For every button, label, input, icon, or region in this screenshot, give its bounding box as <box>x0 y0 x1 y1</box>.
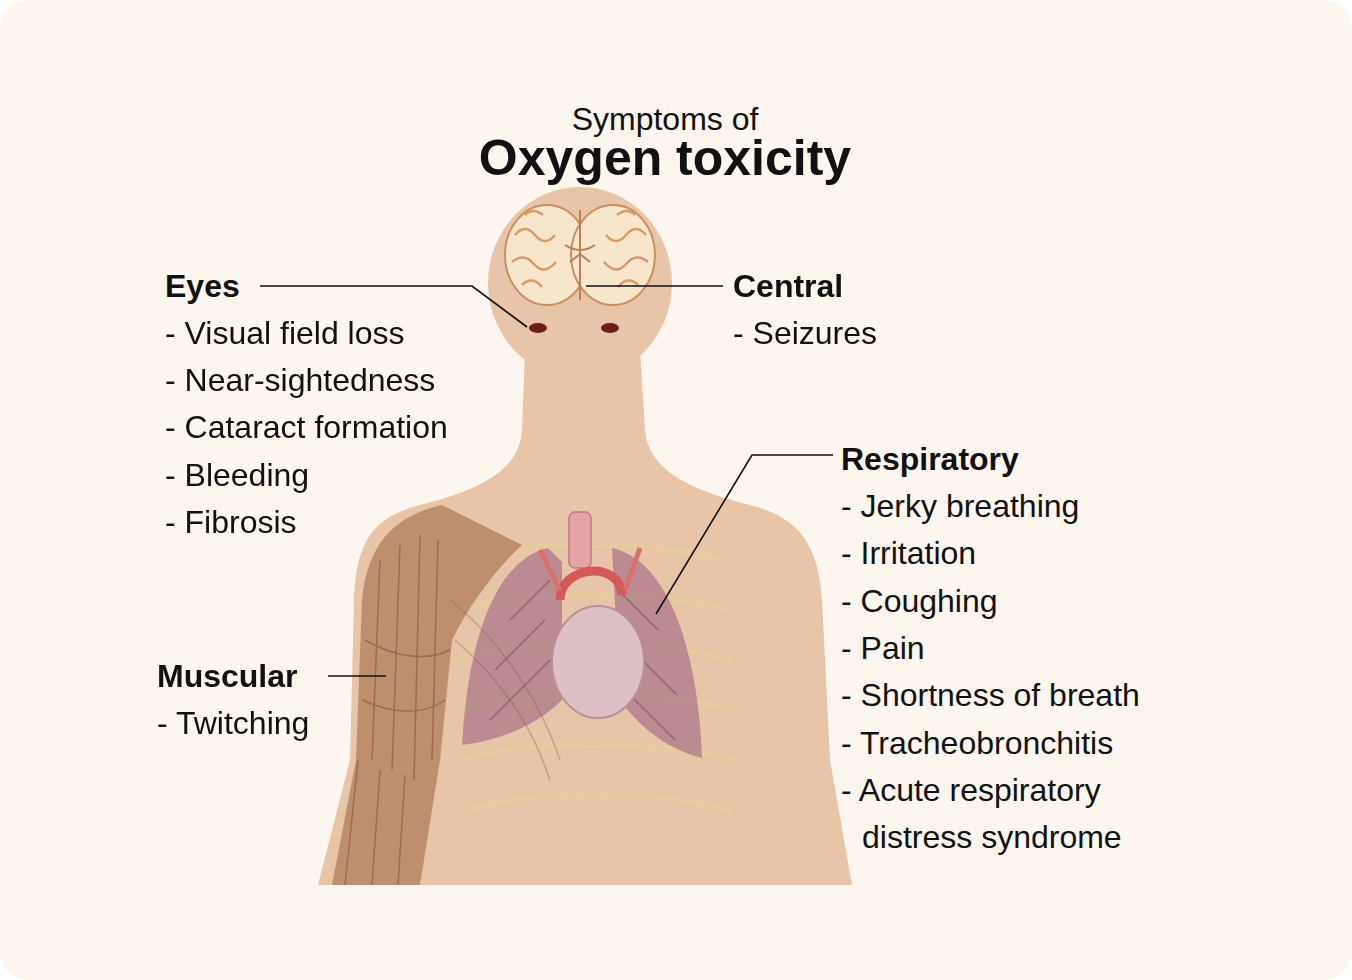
symptom-item: - Coughing <box>841 578 998 625</box>
symptom-item: - Jerky breathing <box>841 483 1079 530</box>
symptom-item: - Seizures <box>733 310 877 357</box>
symptom-item: - Twitching <box>157 700 309 747</box>
symptom-item: - Cataract formation <box>165 404 448 451</box>
symptom-item: - Acute respiratory distress syndrome <box>841 767 1207 861</box>
symptom-item: - Visual field loss <box>165 310 405 357</box>
group-heading: Eyes <box>165 263 240 310</box>
symptom-item: - Shortness of breath <box>841 672 1140 719</box>
symptom-item: - Near-sightedness <box>165 357 435 404</box>
group-heading: Respiratory <box>841 436 1019 483</box>
diagram-title: Oxygen toxicity <box>365 130 965 186</box>
symptom-item: - Fibrosis <box>165 499 297 546</box>
title-prefix: Symptoms of <box>365 99 965 139</box>
symptom-item: - Tracheobronchitis <box>841 720 1113 767</box>
group-heading: Central <box>733 263 843 310</box>
symptom-item: - Bleeding <box>165 452 309 499</box>
symptom-item: - Pain <box>841 625 925 672</box>
group-heading: Muscular <box>157 653 297 700</box>
symptom-item: - Irritation <box>841 530 976 577</box>
